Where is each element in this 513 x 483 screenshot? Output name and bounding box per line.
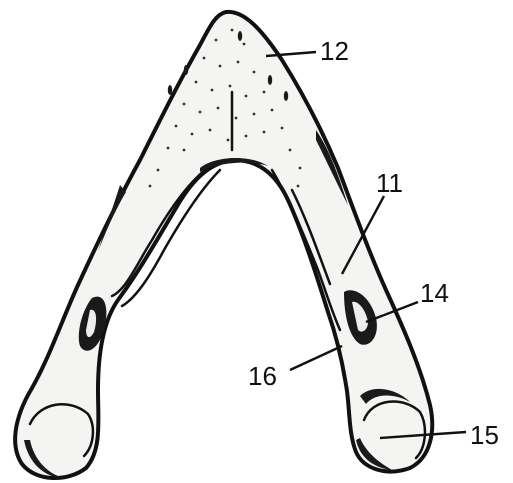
leader-16 xyxy=(290,346,342,370)
top-mark-3 xyxy=(168,85,172,95)
top-mark-5 xyxy=(284,91,288,101)
callout-15: 15 xyxy=(470,420,499,450)
top-mark-2 xyxy=(184,65,188,75)
top-mark-1 xyxy=(238,31,242,41)
top-mark-4 xyxy=(268,75,272,85)
callout-11: 11 xyxy=(376,168,403,198)
callout-16: 16 xyxy=(248,361,277,391)
callout-12: 12 xyxy=(320,36,349,66)
callout-14: 14 xyxy=(420,278,449,308)
